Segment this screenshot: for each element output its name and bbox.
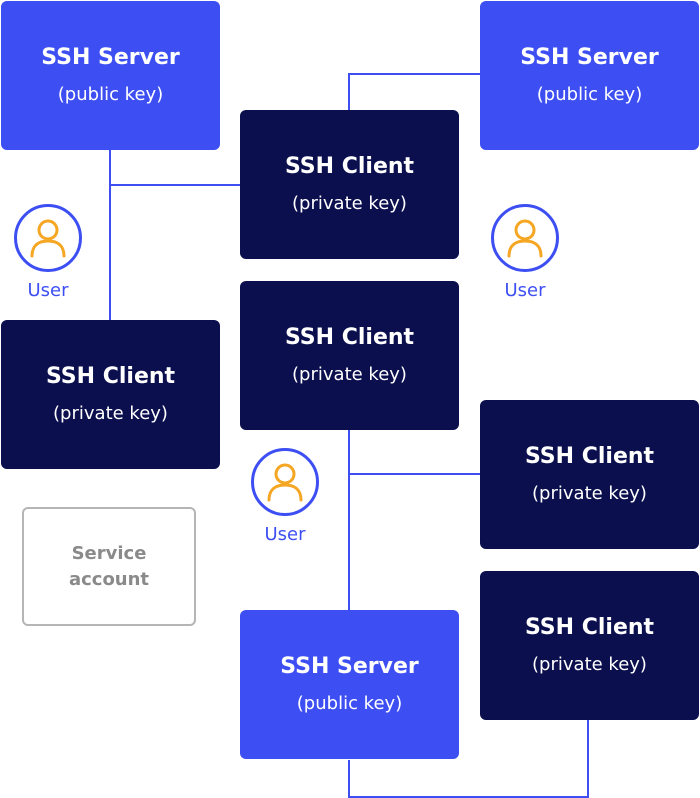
user-left: User: [3, 204, 93, 324]
user-label: User: [504, 280, 546, 301]
box-title: SSH Client: [524, 443, 655, 469]
user-center: User: [240, 448, 330, 568]
ssh-client-box-right-low: SSH Client (private key): [480, 571, 699, 720]
box-subtitle: (public key): [296, 692, 403, 714]
box-subtitle: (public key): [57, 83, 164, 105]
ssh-client-box-left: SSH Client (private key): [1, 320, 220, 469]
box-subtitle: (private key): [532, 653, 647, 675]
ssh-client-box-center: SSH Client (private key): [240, 281, 459, 430]
ssh-server-box-top-right: SSH Server (public key): [480, 1, 699, 150]
ssh-server-box-bottom: SSH Server (public key): [240, 610, 459, 759]
box-subtitle: (private key): [292, 363, 407, 385]
connector-server-top-left-to-clients: [109, 150, 240, 320]
user-right: User: [480, 204, 570, 324]
user-label: User: [27, 280, 69, 301]
box-title: SSH Server: [41, 44, 180, 70]
box-title: SSH Client: [284, 324, 415, 350]
box-title: SSH Client: [284, 153, 415, 179]
box-title: SSH Client: [45, 363, 176, 389]
box-subtitle: (private key): [532, 482, 647, 504]
user-label: User: [264, 524, 306, 545]
user-icon: [491, 204, 559, 272]
box-subtitle: (public key): [536, 83, 643, 105]
box-title: SSH Server: [280, 653, 419, 679]
connector-client-center-to-server-bottom: [348, 430, 480, 610]
box-subtitle: (private key): [292, 192, 407, 214]
box-subtitle: (private key): [53, 402, 168, 424]
connector-server-bottom-to-client-right-low: [348, 720, 589, 798]
service-account-label: Service account: [68, 542, 150, 590]
box-title: SSH Server: [520, 44, 659, 70]
connector-client-to-server-top-right: [348, 73, 480, 110]
user-icon: [14, 204, 82, 272]
ssh-client-box-right-mid: SSH Client (private key): [480, 400, 699, 549]
user-icon: [251, 448, 319, 516]
service-account-box: Service account: [22, 507, 196, 626]
ssh-server-box-top-left: SSH Server (public key): [1, 1, 220, 150]
ssh-client-box-top-center: SSH Client (private key): [240, 110, 459, 259]
box-title: SSH Client: [524, 614, 655, 640]
